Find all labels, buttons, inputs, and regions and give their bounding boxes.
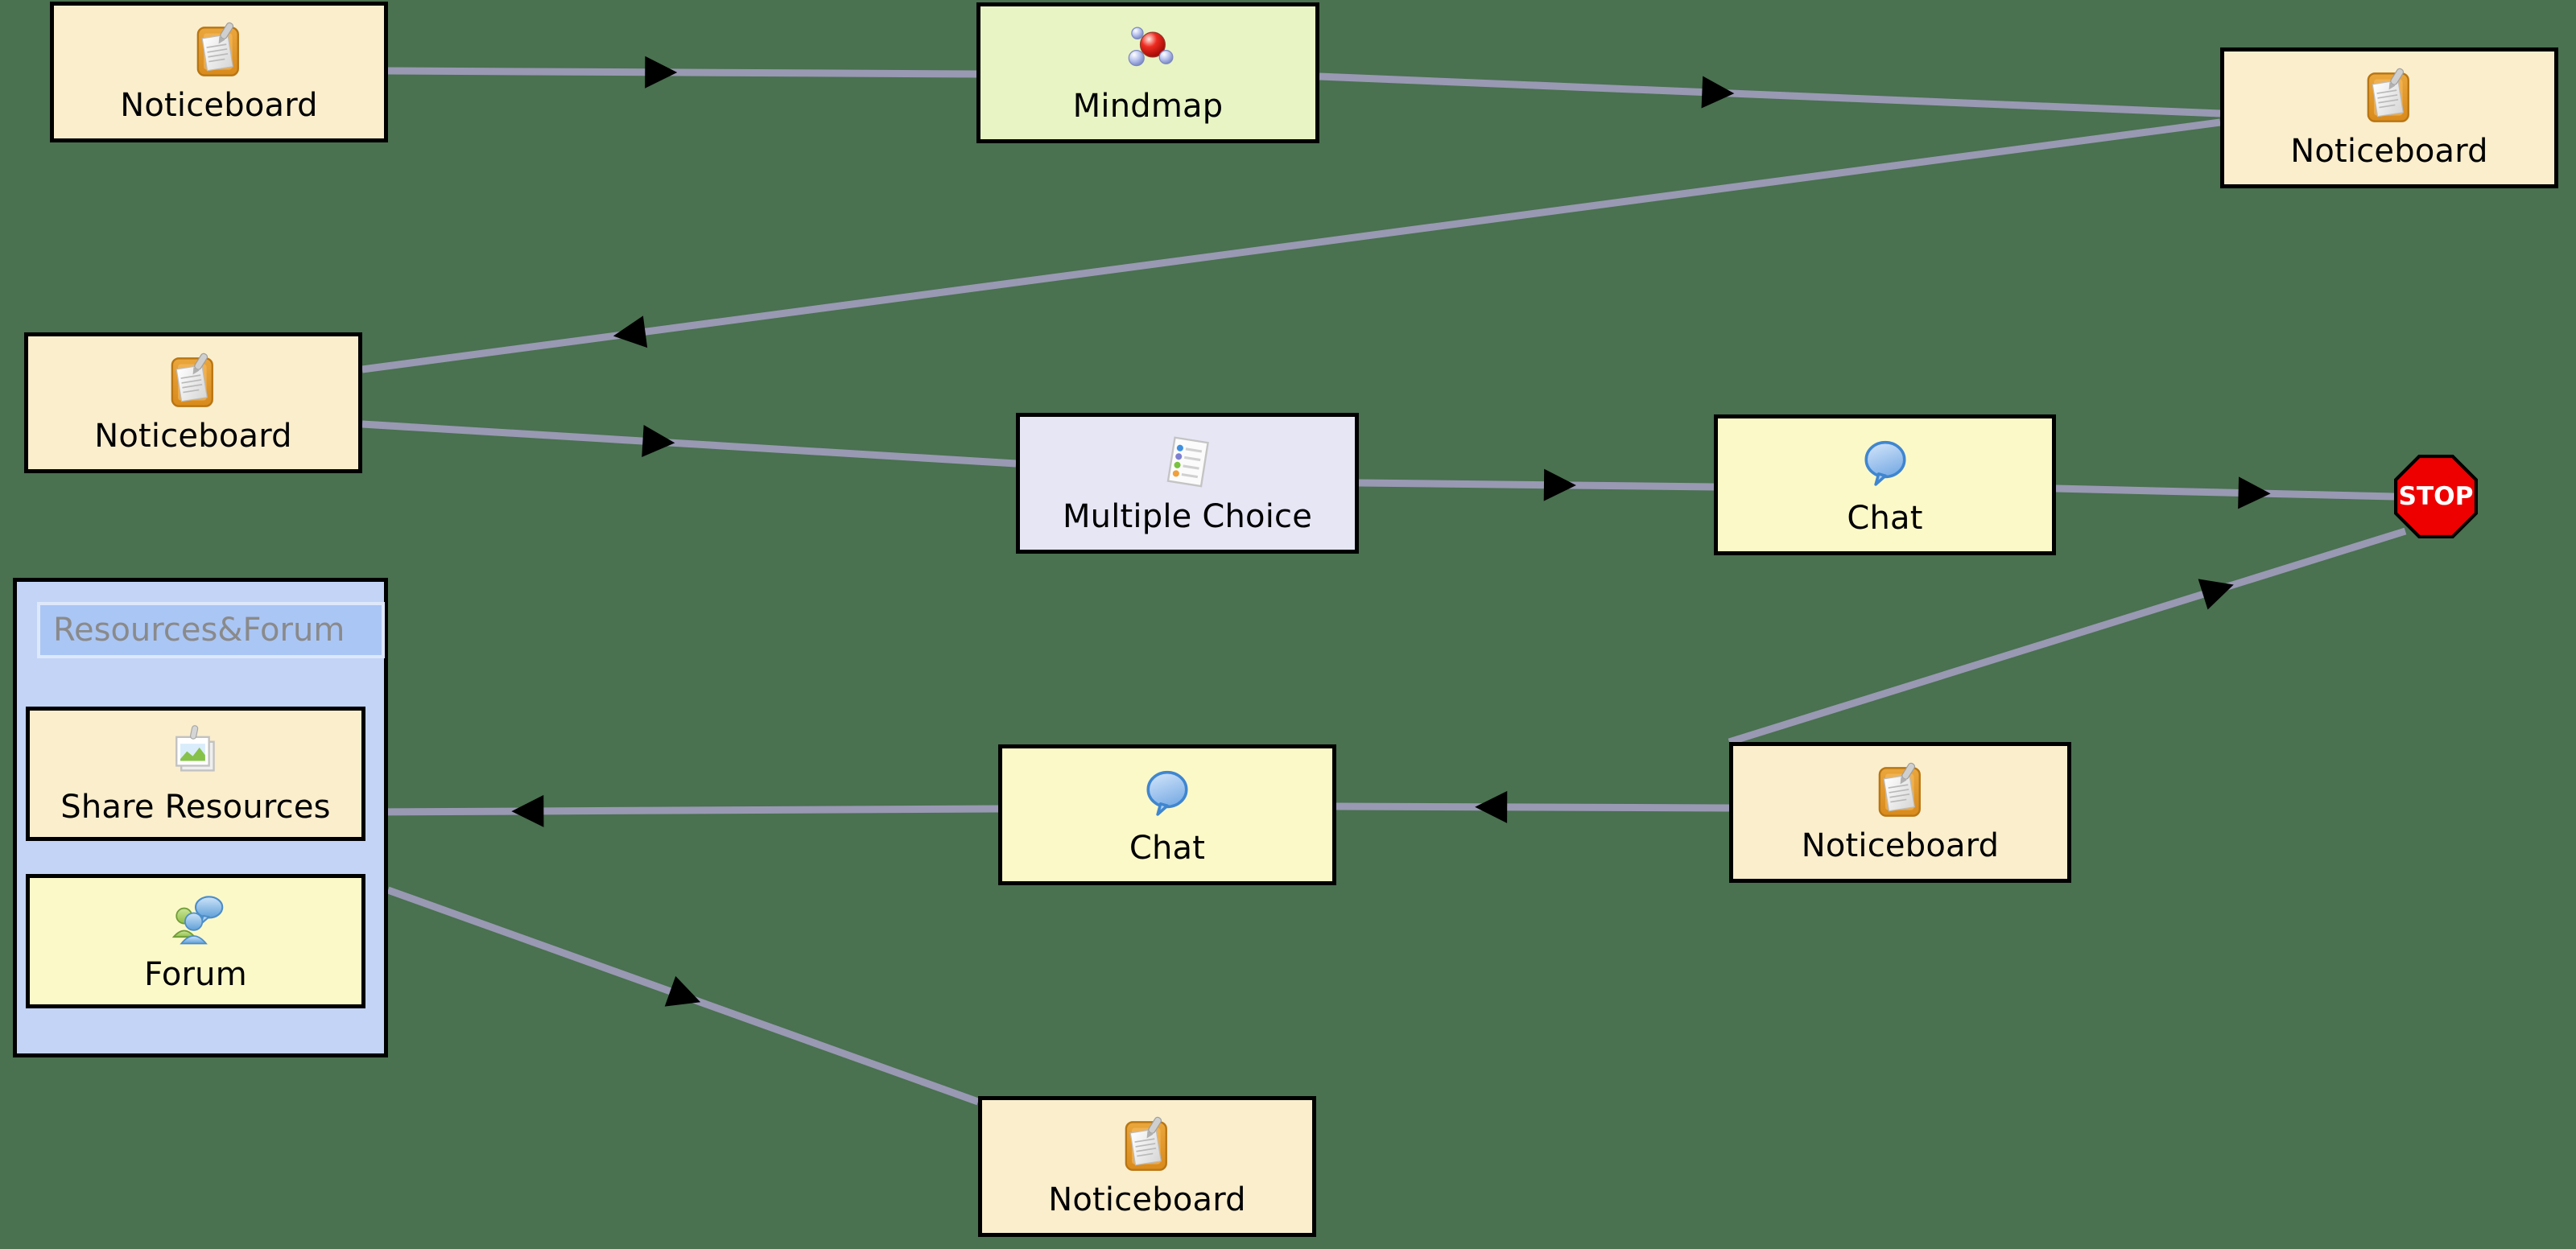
- node-label: Chat: [1129, 829, 1206, 867]
- node-label: Noticeboard: [120, 86, 318, 124]
- node-mc1[interactable]: Multiple Choice: [1016, 413, 1359, 554]
- arrowhead-e8: [1475, 790, 1508, 823]
- arrowhead-e6: [2238, 476, 2271, 509]
- node-label: Noticeboard: [1048, 1181, 1246, 1218]
- node-chat2[interactable]: Chat: [998, 744, 1336, 885]
- svg-text:STOP: STOP: [2398, 482, 2473, 511]
- noticeboard-icon: [188, 21, 250, 82]
- stop-sign-icon: STOP: [2394, 455, 2478, 538]
- node-label: Mindmap: [1072, 87, 1224, 125]
- node-nb4[interactable]: Noticeboard: [1729, 742, 2071, 883]
- node-nb3[interactable]: Noticeboard: [24, 332, 362, 473]
- share-resources-icon: [165, 723, 226, 784]
- node-mm1[interactable]: Mindmap: [976, 2, 1319, 143]
- noticeboard-icon: [1870, 761, 1931, 822]
- node-label: Chat: [1847, 499, 1923, 537]
- node-label: Noticeboard: [2290, 132, 2488, 170]
- node-label: Forum: [144, 955, 247, 993]
- node-label: Multiple Choice: [1062, 497, 1313, 535]
- node-chat1[interactable]: Chat: [1714, 414, 2056, 555]
- arrowhead-e5: [1543, 468, 1576, 501]
- group-title: Resources&Forum: [37, 602, 385, 658]
- edge-e4: [361, 420, 1017, 468]
- node-nb1[interactable]: Noticeboard: [50, 2, 388, 142]
- arrowhead-e3: [613, 315, 648, 348]
- chat-icon: [1137, 764, 1198, 825]
- edge-e5: [1358, 479, 1715, 491]
- edge-e1: [387, 67, 977, 78]
- noticeboard-icon: [1117, 1115, 1178, 1177]
- node-forum1[interactable]: Forum: [26, 874, 365, 1008]
- node-stop1[interactable]: STOP: [2394, 455, 2478, 538]
- node-share1[interactable]: Share Resources: [26, 707, 365, 841]
- arrowhead-e2: [1701, 76, 1735, 109]
- arrowhead-e7: [2198, 579, 2234, 610]
- edge-e2: [1319, 72, 2221, 117]
- arrowhead-e9: [511, 794, 544, 827]
- edge-e10: [386, 886, 980, 1106]
- node-nb5[interactable]: Noticeboard: [978, 1096, 1316, 1237]
- edge-e8: [1335, 802, 1730, 812]
- edge-e6: [2055, 484, 2395, 501]
- edge-e7: [1728, 527, 2407, 746]
- noticeboard-icon: [2359, 67, 2420, 128]
- node-label: Noticeboard: [94, 417, 292, 455]
- node-label: Share Resources: [60, 788, 331, 826]
- edge-e3: [361, 118, 2221, 373]
- mindmap-icon: [1117, 22, 1179, 83]
- arrowhead-e10: [664, 975, 701, 1007]
- edge-e9: [365, 805, 999, 816]
- arrowhead-e1: [645, 56, 678, 89]
- chat-icon: [1855, 434, 1916, 495]
- arrowhead-e4: [642, 425, 675, 457]
- forum-icon: [165, 890, 226, 951]
- multiple-choice-icon: [1157, 432, 1218, 493]
- node-label: Noticeboard: [1801, 826, 2000, 864]
- noticeboard-icon: [163, 352, 224, 413]
- node-nb2[interactable]: Noticeboard: [2220, 47, 2558, 188]
